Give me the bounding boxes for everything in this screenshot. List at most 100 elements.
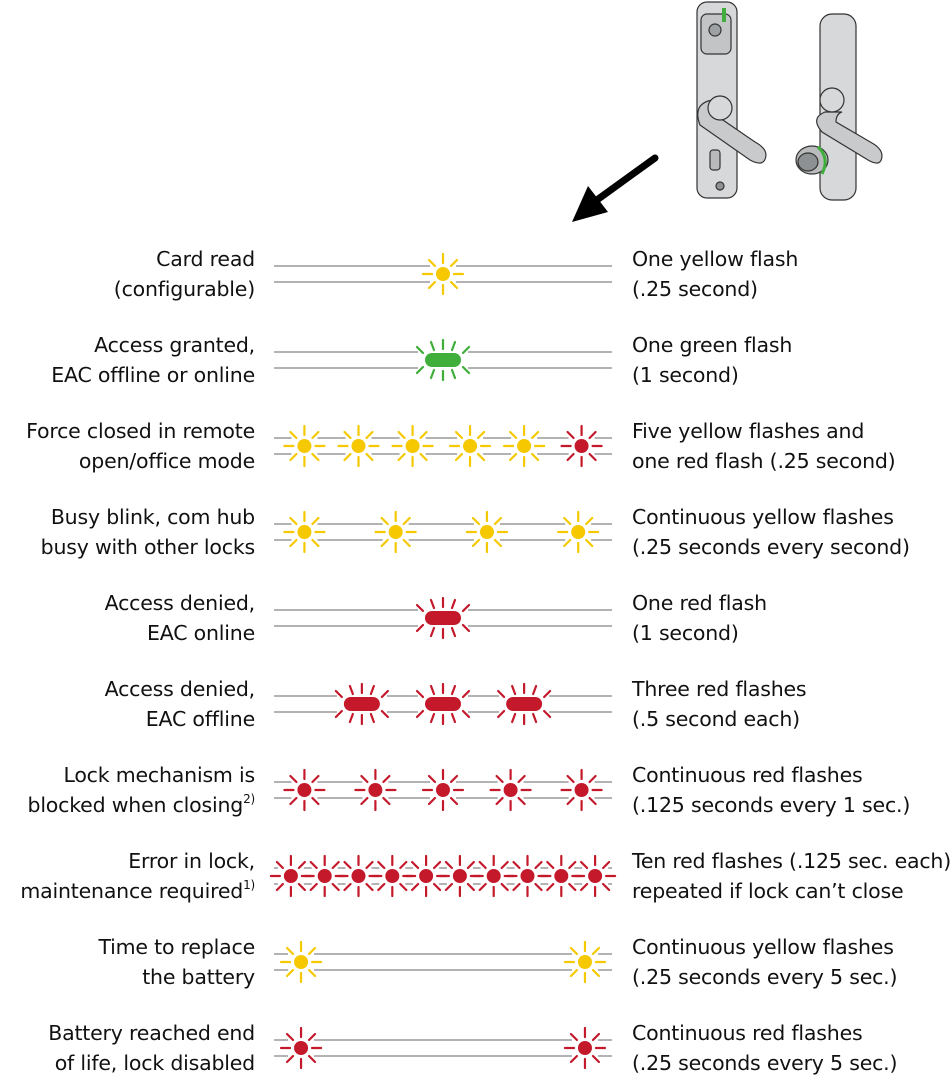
- pointer-arrow-icon: [572, 154, 659, 222]
- description-text: (.25 second): [632, 277, 758, 301]
- signal-row: Time to replace the battery Continuous yel…: [0, 924, 942, 989]
- signal-description: Ten red flashes (.125 sec. each)repeated…: [632, 846, 951, 906]
- yellow-flash-icon: [448, 424, 492, 468]
- description-text: Three red flashes: [632, 677, 807, 701]
- signal-description: Five yellow flashes and one red flash (.2…: [632, 416, 896, 476]
- condition-text: EAC online: [147, 621, 255, 645]
- signal-row: Card read (configurable) One yellow flash(…: [0, 236, 942, 301]
- red-flash-icon: [269, 854, 313, 898]
- led-pattern: [274, 338, 612, 382]
- description-text: (.25 seconds every 5 sec.): [632, 965, 898, 989]
- led-pattern: [274, 1026, 612, 1070]
- condition-text: of life, lock disabled: [54, 1051, 256, 1075]
- red-flash-icon: [472, 854, 515, 898]
- condition-text: EAC offline: [145, 707, 255, 731]
- condition-text: Force closed in remote: [26, 419, 255, 443]
- red-flash-icon: [563, 1026, 607, 1070]
- red-flash-icon: [497, 682, 552, 726]
- led-pattern: [274, 940, 612, 984]
- description-text: Continuous red flashes: [632, 763, 863, 787]
- signal-description: Three red flashes(.5 second each): [632, 674, 807, 734]
- condition-text: Lock mechanism is: [63, 763, 255, 787]
- red-flash-icon: [334, 682, 389, 726]
- description-text: (.125 seconds every 1 sec.): [632, 793, 911, 817]
- condition-label: Access granted, EAC offline or online: [0, 330, 255, 390]
- red-flash-icon: [415, 682, 471, 726]
- condition-text: Access denied,: [104, 591, 256, 615]
- red-flash-icon: [489, 768, 532, 812]
- description-text: Continuous yellow flashes: [632, 505, 894, 529]
- yellow-flash-icon: [337, 424, 380, 468]
- signal-description: One red flash(1 second): [632, 588, 767, 648]
- door-handle-locks-illustration: [572, 1, 883, 222]
- condition-text: Access granted,: [94, 333, 255, 357]
- yellow-flash-icon: [283, 510, 326, 554]
- condition-text: Time to replace: [98, 935, 255, 959]
- yellow-flash-icon: [391, 424, 434, 468]
- condition-label: Access denied, EAC offline: [0, 674, 256, 734]
- red-flash-icon: [415, 596, 471, 640]
- yellow-flash-icon: [557, 510, 600, 554]
- led-pattern: [274, 510, 612, 554]
- led-pattern: [274, 682, 612, 726]
- description-text: (1 second): [632, 363, 739, 387]
- condition-text: EAC offline or online: [51, 363, 255, 387]
- condition-label: Error in lock,maintenance required1): [0, 846, 255, 906]
- yellow-flash-icon: [283, 424, 326, 468]
- description-text: (.25 seconds every second): [632, 535, 910, 559]
- description-text: One green flash: [632, 333, 793, 357]
- red-flash-icon: [506, 854, 549, 898]
- red-flash-icon: [560, 424, 603, 468]
- signal-row: Access denied, EAC offline Three red flash…: [0, 666, 942, 731]
- red-flash-icon: [540, 854, 583, 898]
- led-pattern: [274, 424, 612, 468]
- led-pattern: [274, 252, 612, 296]
- signal-description: One yellow flash(.25 second): [632, 244, 798, 304]
- signal-row: Error in lock,maintenance required1) Ten …: [0, 838, 951, 903]
- signal-description: Continuous yellow flashes (.25 seconds ev…: [632, 932, 897, 992]
- condition-label: Lock mechanism is blocked when closing2): [0, 760, 256, 820]
- description-text: Five yellow flashes and: [632, 419, 865, 443]
- condition-label: Card read (configurable): [0, 244, 255, 304]
- led-pattern: [274, 596, 612, 640]
- condition-label: Time to replace the battery: [0, 932, 255, 992]
- yellow-flash-icon: [374, 510, 417, 554]
- condition-text: the battery: [142, 965, 255, 989]
- led-pattern: [269, 854, 617, 898]
- yellow-flash-icon: [279, 940, 323, 984]
- signal-description: Continuous yellow flashes (.25 seconds ev…: [632, 502, 910, 562]
- red-flash-icon: [421, 768, 465, 812]
- condition-text: Busy blink, com hub: [50, 505, 255, 529]
- description-text: One red flash: [632, 591, 767, 615]
- condition-text: blocked when closing2): [27, 792, 256, 817]
- signal-description: Continuous red flashes(.25 seconds every…: [632, 1018, 897, 1078]
- red-flash-icon: [371, 854, 414, 898]
- description-text: Continuous yellow flashes: [632, 935, 894, 959]
- green-flash-icon: [415, 338, 471, 382]
- yellow-flash-icon: [563, 940, 607, 984]
- signal-description: One green flash (1 second): [632, 330, 792, 390]
- footnote-ref: 1): [243, 878, 255, 892]
- red-flash-icon: [438, 854, 481, 898]
- red-flash-icon: [279, 1026, 323, 1070]
- signal-row: Access denied, EAC online One red flash(1 …: [0, 580, 942, 645]
- red-flash-icon: [560, 768, 603, 812]
- led-pattern: [274, 768, 612, 812]
- description-text: one red flash (.25 second): [632, 449, 896, 473]
- condition-text: (configurable): [113, 277, 255, 301]
- description-text: Ten red flashes (.125 sec. each): [632, 849, 951, 873]
- red-flash-icon: [337, 854, 380, 898]
- condition-text: maintenance required1): [20, 878, 255, 903]
- yellow-flash-icon: [503, 424, 546, 468]
- condition-label: Access denied, EAC online: [0, 588, 256, 648]
- condition-text: open/office mode: [78, 449, 255, 473]
- condition-text: Card read: [156, 247, 255, 271]
- signal-row: Access granted, EAC offline or online One …: [0, 322, 942, 387]
- condition-label: Force closed in remote open/office mode: [0, 416, 255, 476]
- condition-text: Access denied,: [104, 677, 256, 701]
- signal-description: Continuous red flashes (.125 seconds ever…: [632, 760, 910, 820]
